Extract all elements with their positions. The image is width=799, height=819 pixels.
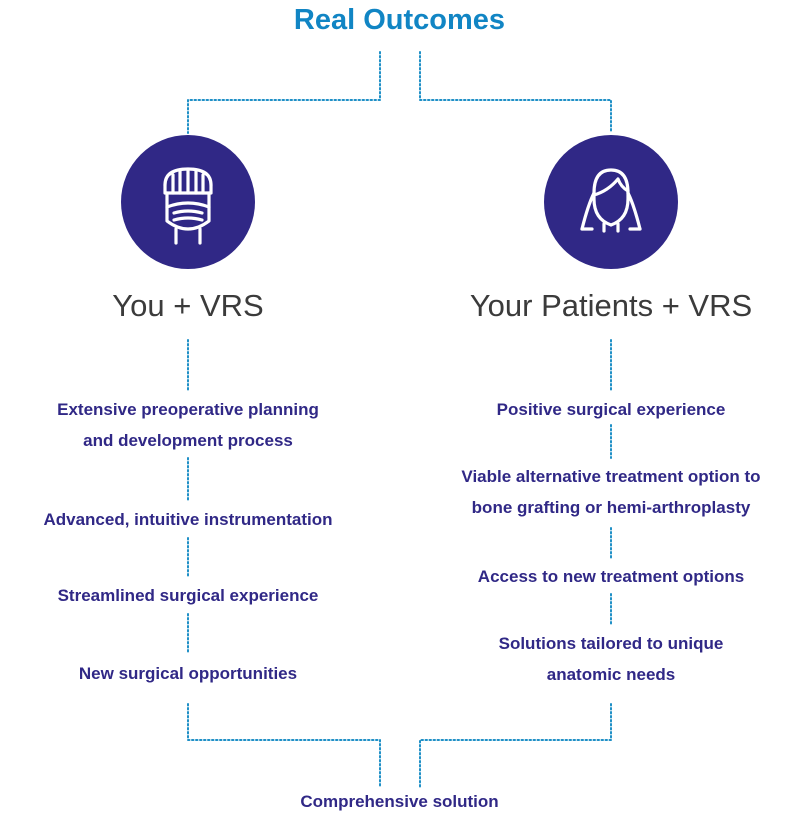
right-item-4-line-2: anatomic needs — [546, 665, 676, 684]
right-item-4: Solutions tailored to unique anatomic ne… — [421, 628, 799, 690]
left-item-3: Streamlined surgical experience — [0, 580, 376, 611]
right-item-1: Positive surgical experience — [421, 394, 799, 425]
right-item-2-line-1: Viable alternative treatment option to — [461, 467, 761, 486]
right-item-4-line-1: Solutions tailored to unique — [498, 634, 724, 653]
left-item-3-line-1: Streamlined surgical experience — [57, 586, 319, 605]
top-right-connector — [419, 51, 612, 134]
right-item-2-line-2: bone grafting or hemi-arthroplasty — [471, 498, 751, 517]
footer-label: Comprehensive solution — [300, 792, 499, 811]
right-item-2: Viable alternative treatment option to b… — [421, 461, 799, 523]
diagram-title: Real Outcomes — [293, 4, 506, 36]
surgeon-avatar — [121, 135, 255, 269]
right-item-1-line-1: Positive surgical experience — [496, 400, 726, 419]
left-item-1-line-1: Extensive preoperative planning — [57, 400, 319, 419]
left-item-4: New surgical opportunities — [0, 658, 376, 689]
bottom-right-connector — [419, 703, 612, 788]
left-item-2: Advanced, intuitive instrumentation — [0, 504, 376, 535]
left-item-4-line-1: New surgical opportunities — [78, 664, 298, 683]
left-item-1-line-2: and development process — [83, 431, 293, 450]
surgeon-icon — [163, 167, 213, 245]
top-left-connector — [187, 51, 381, 134]
left-column-title: You + VRS — [112, 288, 264, 323]
left-item-1: Extensive preoperative planning and deve… — [0, 394, 376, 456]
left-item-2-line-1: Advanced, intuitive instrumentation — [43, 510, 333, 529]
patient-avatar — [544, 135, 678, 269]
patient-icon — [580, 168, 642, 233]
right-item-3-line-1: Access to new treatment options — [477, 567, 745, 586]
bottom-left-connector — [187, 703, 381, 788]
right-item-3: Access to new treatment options — [421, 561, 799, 592]
right-column-title: Your Patients + VRS — [469, 288, 753, 323]
